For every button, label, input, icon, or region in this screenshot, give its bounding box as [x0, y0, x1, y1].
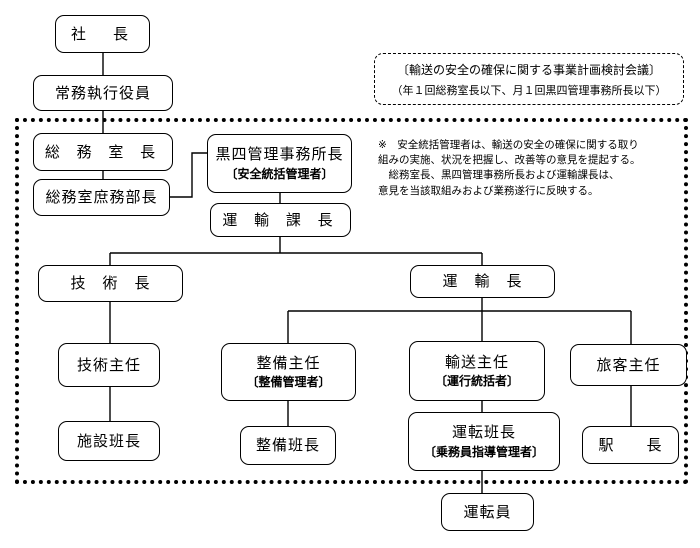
maintenance-team-head-label: 整備班長	[255, 436, 320, 455]
technical-head-label: 技 術 長	[70, 274, 151, 293]
transport-chief-role: 〔運行統括者〕	[434, 374, 519, 389]
maintenance-team-head-box: 整備班長	[240, 426, 336, 465]
maintenance-chief-role: 〔整備管理者〕	[246, 375, 331, 390]
meeting-title: 〔輸送の安全の確保に関する事業計画検討会議〕	[396, 62, 661, 77]
transport-chief-box: 輸送主任 〔運行統括者〕	[409, 341, 545, 401]
driver-label: 運転員	[463, 502, 512, 521]
note-line: 組みの実施、状況を把握し、改善等の意見を提起する。	[378, 154, 641, 167]
passenger-chief-label: 旅客主任	[596, 355, 661, 374]
facility-team-head-label: 施設班長	[76, 431, 141, 450]
executive-label: 常務執行役員	[54, 83, 151, 102]
president-box: 社 長	[55, 15, 150, 53]
office-head-box: 黒四管理事務所長 〔安全統括管理者〕	[207, 134, 352, 193]
transport-head-label: 運 輸 長	[442, 272, 523, 291]
office-head-role: 〔安全統括管理者〕	[225, 166, 334, 181]
safety-meeting-box: 〔輸送の安全の確保に関する事業計画検討会議〕 （年１回総務室長以下、月１回黒四管…	[374, 53, 684, 105]
driver-box: 運転員	[441, 493, 534, 531]
note-line: 総務室長、黒四管理事務所長および運輸課長は、	[378, 169, 620, 182]
safety-manager-note: ※ 安全統括管理者は、輸送の安全の確保に関する取り 組みの実施、状況を把握し、改…	[378, 138, 683, 199]
note-line: 意見を当該取組みおよび業務遂行に反映する。	[378, 184, 599, 197]
operation-team-head-box: 運転班長 〔乗務員指導管理者〕	[408, 412, 560, 471]
transport-section-head-label: 運 輸 課 長	[222, 210, 339, 229]
technical-chief-label: 技術主任	[76, 355, 141, 374]
operation-team-head-role: 〔乗務員指導管理者〕	[423, 444, 544, 459]
technical-chief-box: 技術主任	[58, 343, 160, 387]
station-head-box: 駅 長	[582, 426, 679, 464]
safety-scope-dotted-frame	[15, 118, 688, 484]
general-affairs-dept-head-box: 総務室庶務部長	[33, 179, 170, 216]
facility-team-head-box: 施設班長	[58, 421, 160, 461]
station-head-label: 駅 長	[598, 435, 663, 454]
general-affairs-head-label: 総 務 室 長	[44, 142, 162, 161]
transport-head-box: 運 輸 長	[410, 265, 555, 298]
office-head-label: 黒四管理事務所長	[215, 145, 344, 164]
transport-section-head-box: 運 輸 課 長	[210, 203, 351, 237]
transport-chief-label: 輸送主任	[444, 352, 509, 371]
president-label: 社 長	[70, 24, 134, 43]
operation-team-head-label: 運転班長	[451, 423, 516, 442]
passenger-chief-box: 旅客主任	[570, 344, 687, 386]
general-affairs-head-box: 総 務 室 長	[33, 133, 173, 171]
note-line: ※ 安全統括管理者は、輸送の安全の確保に関する取り	[378, 139, 639, 151]
general-affairs-dept-head-label: 総務室庶務部長	[45, 188, 158, 207]
technical-head-box: 技 術 長	[38, 265, 183, 302]
maintenance-chief-box: 整備主任 〔整備管理者〕	[221, 343, 356, 401]
meeting-members: （年１回総務室長以下、月１回黒四管理事務所長以下）	[391, 83, 667, 97]
maintenance-chief-label: 整備主任	[256, 353, 321, 372]
executive-box: 常務執行役員	[33, 75, 173, 111]
